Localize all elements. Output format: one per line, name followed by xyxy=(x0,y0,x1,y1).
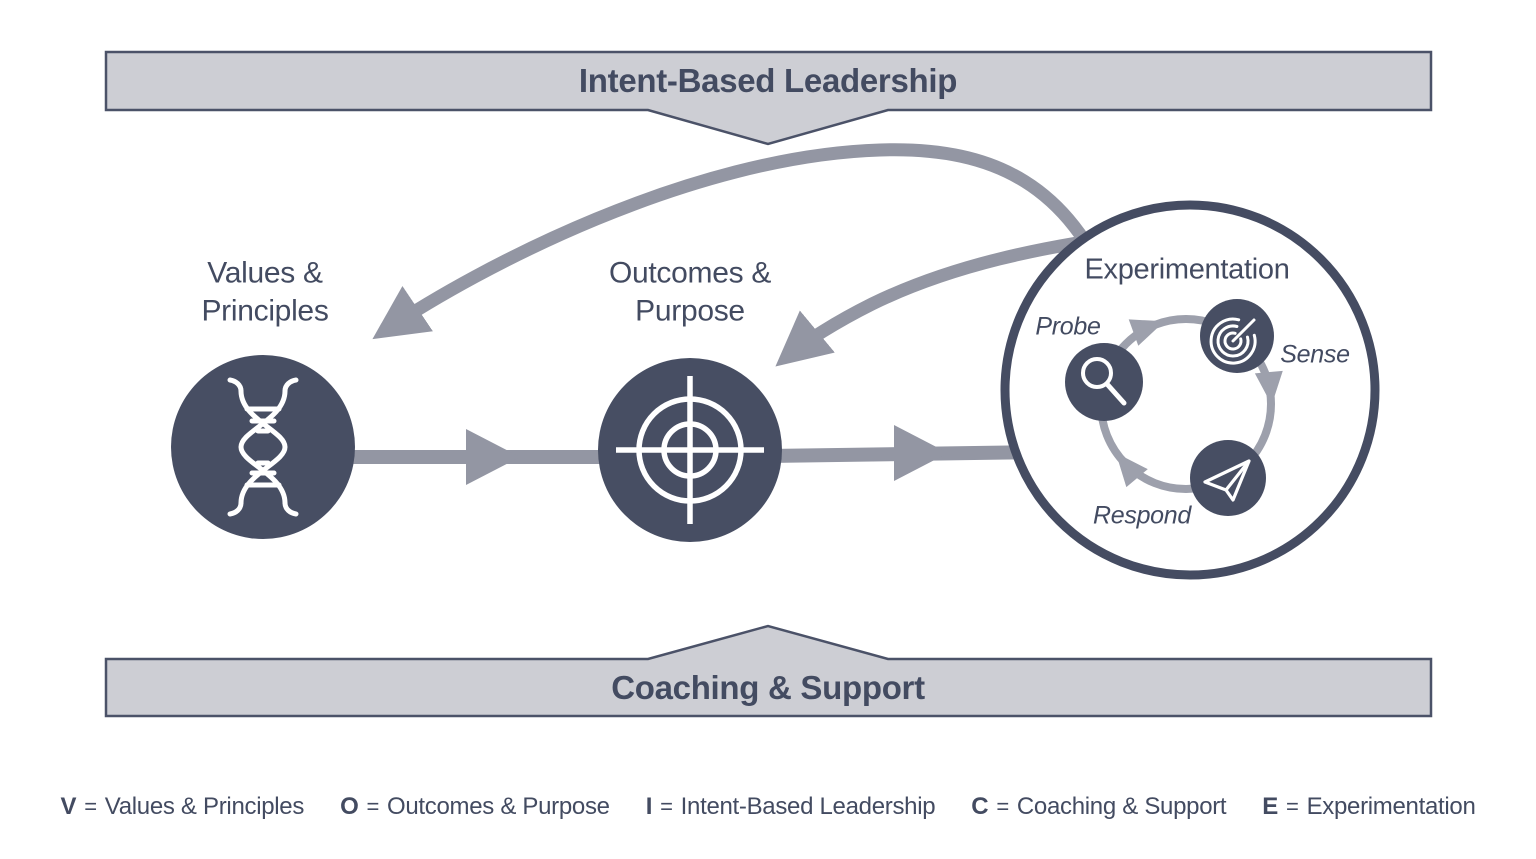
legend-key: C xyxy=(971,793,989,820)
legend: V = Values & Principles O = Outcomes & P… xyxy=(0,793,1536,821)
bottom-banner-label: Coaching & Support xyxy=(611,669,925,706)
experimentation-label: Experimentation xyxy=(1084,253,1290,286)
sense-label: Sense xyxy=(1280,340,1350,369)
legend-key: O xyxy=(340,793,359,820)
legend-equals: = xyxy=(1286,794,1299,819)
paper-plane-icon xyxy=(1203,459,1251,502)
top-banner-shape xyxy=(104,50,1433,146)
legend-item-experimentation: E = Experimentation xyxy=(1262,793,1476,821)
legend-equals: = xyxy=(660,794,673,819)
legend-item-coaching: C = Coaching & Support xyxy=(971,793,1226,821)
values-label: Values & Principles xyxy=(201,256,329,328)
arrow-experimentation-to-values xyxy=(372,143,1118,340)
legend-equals: = xyxy=(366,794,379,819)
probe-label: Probe xyxy=(1035,312,1101,341)
experimentation-circle xyxy=(1000,200,1380,580)
magnifier-icon xyxy=(1081,357,1127,406)
arrow-values-to-outcomes xyxy=(345,429,612,485)
legend-item-values: V = Values & Principles xyxy=(60,793,304,821)
legend-name: Intent-Based Leadership xyxy=(680,793,936,820)
legend-key: I xyxy=(645,793,653,820)
top-banner-label: Intent-Based Leadership xyxy=(578,62,958,99)
cycle-ring-arrowheads xyxy=(1115,319,1283,488)
legend-name: Outcomes & Purpose xyxy=(387,793,610,820)
bottom-banner-shape xyxy=(104,624,1433,718)
legend-name: Values & Principles xyxy=(104,793,305,820)
legend-name: Coaching & Support xyxy=(1016,793,1227,820)
target-icon xyxy=(616,376,764,524)
legend-equals: = xyxy=(84,794,97,819)
legend-item-intent: I = Intent-Based Leadership xyxy=(646,793,936,821)
legend-equals: = xyxy=(996,794,1009,819)
dna-icon xyxy=(227,377,299,517)
probe-circle xyxy=(1065,343,1143,421)
values-circle xyxy=(171,355,355,539)
legend-name: Experimentation xyxy=(1306,793,1476,820)
arrow-outcomes-to-experimentation xyxy=(767,425,1041,481)
respond-label: Respond xyxy=(1093,501,1191,530)
outcomes-label: Outcomes & Purpose xyxy=(608,256,772,328)
radar-icon xyxy=(1209,317,1257,365)
legend-item-outcomes: O = Outcomes & Purpose xyxy=(340,793,610,821)
legend-key: V xyxy=(60,793,77,820)
legend-key: E xyxy=(1262,793,1279,820)
respond-circle xyxy=(1190,440,1266,516)
